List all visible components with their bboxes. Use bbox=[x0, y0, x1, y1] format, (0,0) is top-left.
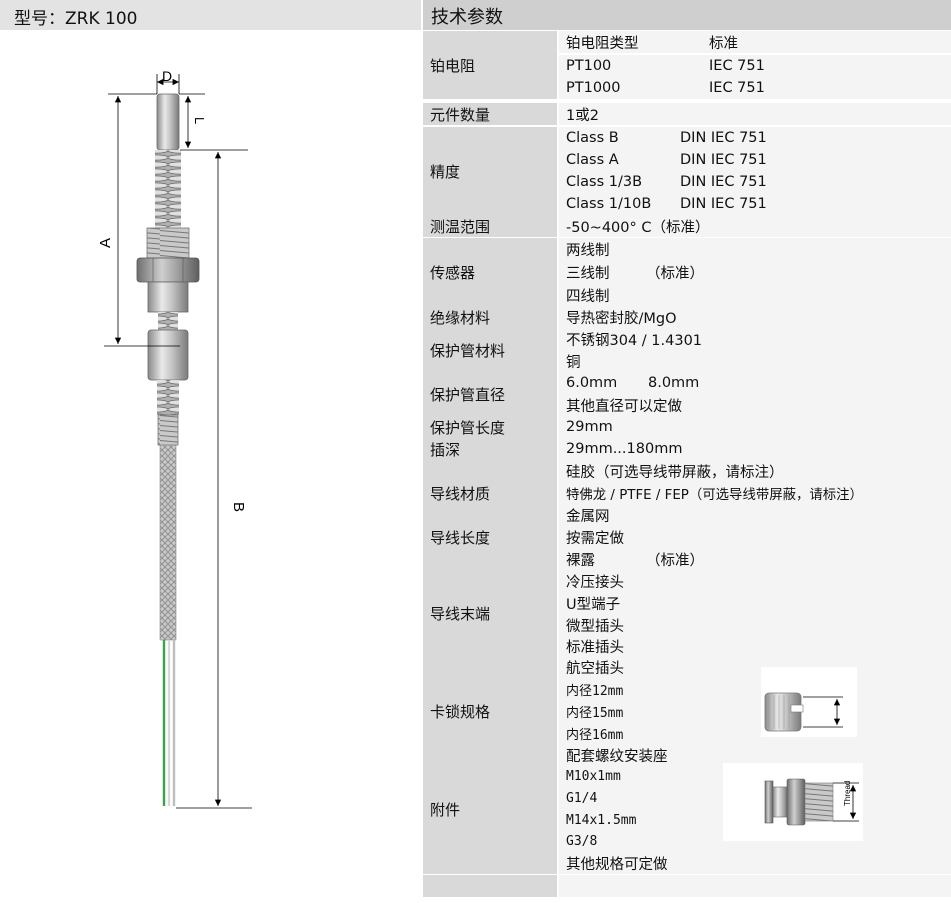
spec-label: 导线末端 bbox=[423, 548, 557, 678]
dimension-label-d: D bbox=[162, 68, 172, 84]
spec-label: 卡锁规格 bbox=[423, 678, 557, 744]
spec-line: 两线制 bbox=[559, 238, 951, 260]
spec-label: 绝缘材料 bbox=[423, 306, 557, 328]
spec-line: 其他直径可以定做 bbox=[559, 394, 951, 416]
spec-line: -50~400° C（标准） bbox=[559, 215, 951, 237]
spec-row-insertion-depth: 插深 29mm...180mm bbox=[423, 438, 951, 460]
spec-line: 航空插头 bbox=[559, 657, 951, 678]
spec-line: 29mm...180mm bbox=[559, 438, 951, 460]
mount-thread bbox=[146, 227, 190, 259]
spec-line: U型端子 bbox=[559, 592, 951, 614]
hex-nut bbox=[136, 257, 200, 283]
spec-line: 特佛龙 / PTFE / FEP（可选导线带屏蔽，请标注） bbox=[559, 482, 951, 504]
spec-row-wire-termination: 导线末端 裸露（标准） 冷压接头 U型端子 微型插头 标准插头 航空插头 bbox=[423, 548, 951, 678]
spec-line: 内径16mm bbox=[559, 722, 951, 744]
spec-row-wire-material: 导线材质 硅胶（可选导线带屏蔽，请标注） 特佛龙 / PTFE / FEP（可选… bbox=[423, 460, 951, 526]
middle-spring bbox=[158, 312, 178, 330]
model-label: 型号：ZRK 100 bbox=[14, 9, 138, 29]
spec-label: 附件 bbox=[423, 744, 557, 874]
spec-row-element-count: 元件数量 1或2 bbox=[423, 103, 951, 125]
spec-line: 内径12mm bbox=[559, 678, 951, 700]
spec-label: 铂电阻 bbox=[423, 31, 557, 99]
spec-line: 不锈钢304 / 1.4301 bbox=[559, 328, 951, 350]
lower-spring bbox=[157, 380, 179, 415]
dimension-label-b: B bbox=[230, 502, 247, 512]
spec-row-wire-length: 导线长度 按需定做 bbox=[423, 526, 951, 548]
upper-spring bbox=[155, 150, 181, 228]
spec-label: 导线材质 bbox=[423, 460, 557, 526]
spec-line: 29mm bbox=[559, 416, 951, 438]
spec-line: 冷压接头 bbox=[559, 570, 951, 592]
spec-label: 插深 bbox=[423, 438, 557, 460]
sensor-tip bbox=[156, 93, 180, 151]
spec-line: 裸露（标准） bbox=[559, 548, 951, 570]
spec-row-insulation: 绝缘材料 导热密封胶/MgO bbox=[423, 306, 951, 328]
spec-line: 导热密封胶/MgO bbox=[559, 306, 951, 328]
spec-line: 微型插头 bbox=[559, 614, 951, 636]
spec-label: 精度 bbox=[423, 127, 557, 215]
spec-label: 传感器 bbox=[423, 238, 557, 306]
spec-line: 金属网 bbox=[559, 504, 951, 526]
spec-label: 保护管材料 bbox=[423, 328, 557, 372]
spec-line: 硅胶（可选导线带屏蔽，请标注） bbox=[559, 460, 951, 482]
model-header: 型号：ZRK 100 bbox=[0, 0, 421, 30]
spec-line: 四线制 bbox=[559, 284, 951, 306]
braided-cable bbox=[159, 444, 177, 641]
technical-drawing: D L A B bbox=[97, 68, 252, 809]
spec-row-tube-length: 保护管长度 29mm bbox=[423, 416, 951, 438]
thread-label: Thread bbox=[843, 781, 852, 806]
cable-transition bbox=[157, 414, 179, 446]
spec-row-temperature-range: 测温范围 -50~400° C（标准） bbox=[423, 215, 951, 237]
spec-table-title: 技术参数 bbox=[431, 7, 503, 28]
spec-table-header: 技术参数 bbox=[423, 0, 951, 30]
spec-label: 保护管直径 bbox=[423, 372, 557, 416]
spec-row-tube-material: 保护管材料 不锈钢304 / 1.4301 铜 bbox=[423, 328, 951, 372]
spec-line: 标准插头 bbox=[559, 636, 951, 657]
lock-nut-figure bbox=[761, 667, 857, 737]
spec-label: 保护管长度 bbox=[423, 416, 557, 438]
fitting-body bbox=[147, 281, 189, 313]
spec-line: 三线制（标准） bbox=[559, 260, 951, 284]
spec-row-lock-spec: 卡锁规格 内径12mm 内径15mm 内径16mm bbox=[423, 678, 951, 744]
spec-row-blank bbox=[423, 875, 951, 897]
bayonet-cap bbox=[147, 329, 189, 381]
spec-label: 测温范围 bbox=[423, 215, 557, 237]
spec-line: 配套螺纹安装座 bbox=[559, 744, 951, 766]
dimension-label-a: A bbox=[97, 238, 114, 248]
spec-row-accessories: 附件 配套螺纹安装座 M10x1mm G1/4 M14x1.5mm G3/8 其… bbox=[423, 744, 951, 874]
dimension-label-l: L bbox=[192, 117, 207, 124]
spec-line: 1或2 bbox=[559, 103, 951, 125]
spec-line: 铂电阻类型标准 bbox=[559, 31, 951, 53]
spec-line: 内径15mm bbox=[559, 700, 951, 722]
threaded-mount-figure: Thread bbox=[723, 763, 863, 841]
spec-row-sensor-wiring: 传感器 两线制 三线制（标准） 四线制 bbox=[423, 238, 951, 306]
spec-line: 其他规格可定做 bbox=[559, 852, 951, 874]
spec-label: 导线长度 bbox=[423, 526, 557, 548]
spec-line: 按需定做 bbox=[559, 526, 951, 548]
spec-line: 铜 bbox=[559, 350, 951, 372]
spec-label: 元件数量 bbox=[423, 103, 557, 125]
